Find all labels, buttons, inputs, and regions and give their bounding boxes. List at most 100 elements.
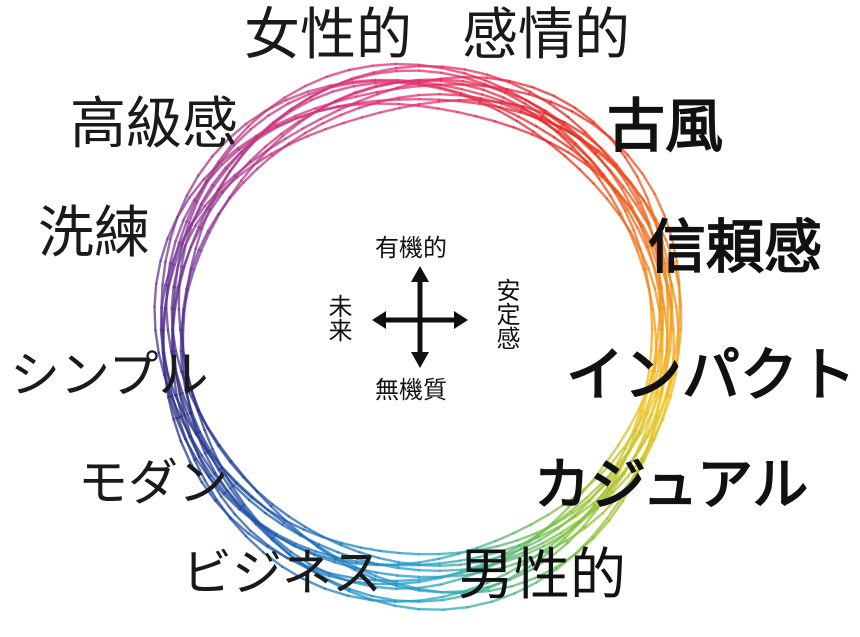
ring-strand-segment	[603, 468, 619, 487]
ring-strand-segment	[167, 262, 175, 287]
ring-strand-segment	[652, 349, 661, 373]
axis-label-bottom: 無機質	[375, 376, 447, 404]
ring-strand-segment	[397, 566, 421, 572]
ring-strand-segment	[628, 181, 645, 202]
ring-strand-segment	[516, 532, 538, 542]
ring-strand-segment	[599, 147, 616, 167]
ring-strand-segment	[181, 349, 189, 373]
ring-strand-segment	[417, 92, 441, 97]
ring-strand-segment	[249, 114, 270, 131]
ring-strand-segment	[461, 83, 486, 88]
ring-strand-segment	[632, 409, 642, 432]
ring-strand-segment	[181, 392, 192, 415]
ring-strand-segment	[649, 244, 659, 268]
ring-strand-segment	[610, 472, 626, 493]
ring-strand-segment	[573, 106, 595, 124]
ring-strand-segment	[589, 157, 605, 177]
ring-strand-segment	[249, 529, 270, 547]
ring-strand-segment	[583, 512, 604, 530]
ring-strand-segment	[328, 80, 354, 87]
ring-strand-segment	[439, 86, 462, 95]
ring-strand-segment	[317, 543, 340, 554]
ring-strand-segment	[653, 265, 662, 289]
ring-strand-segment	[196, 409, 210, 430]
ring-strand-segment	[512, 126, 534, 136]
ring-strand-segment	[209, 474, 227, 494]
ring-strand-segment	[256, 490, 273, 508]
ring-strand-segment	[476, 539, 497, 550]
ring-strand-segment	[225, 489, 243, 510]
ring-strand-segment	[315, 105, 339, 113]
ring-strand-segment	[269, 505, 287, 522]
ring-strand-segment	[351, 78, 377, 84]
ring-strand-segment	[595, 491, 615, 509]
ring-strand-segment	[544, 109, 565, 125]
ring-strand-segment	[417, 63, 444, 70]
ring-strand-segment	[271, 503, 290, 518]
ring-strand-segment	[567, 491, 584, 509]
ring-strand-segment	[617, 426, 631, 447]
ring-strand-segment	[242, 475, 259, 493]
ring-strand-segment	[197, 230, 210, 252]
ring-strand-segment	[574, 535, 594, 555]
ring-strand-segment	[270, 143, 291, 156]
ring-strand-segment	[218, 468, 236, 487]
ring-strand-segment	[649, 393, 661, 416]
ring-strand-segment	[563, 120, 585, 136]
ring-strand-segment	[172, 418, 183, 443]
ring-strand-segment	[168, 240, 177, 265]
ring-strand-segment	[218, 444, 233, 463]
ring-strand-segment	[272, 536, 293, 554]
ring-strand-segment	[562, 122, 582, 139]
ring-strand-segment	[396, 81, 421, 89]
ring-strand-segment	[480, 93, 504, 103]
ring-strand-segment	[591, 122, 613, 140]
ring-strand-segment	[371, 62, 397, 67]
ring-strand-segment	[190, 411, 202, 434]
ring-strand-segment	[466, 600, 493, 609]
ring-strand-segment	[624, 209, 635, 232]
ring-strand-segment	[266, 137, 287, 152]
ring-strand-segment	[350, 71, 375, 80]
ring-strand-segment	[646, 415, 660, 438]
ring-strand-segment	[189, 247, 197, 270]
ring-strand-segment	[481, 559, 505, 569]
ring-strand-segment	[654, 371, 664, 395]
ring-strand-segment	[379, 106, 401, 114]
ring-strand-segment	[642, 268, 651, 291]
ring-strand-segment	[203, 428, 214, 451]
ring-strand-segment	[615, 190, 629, 211]
ring-strand-segment	[552, 135, 573, 151]
ring-strand-segment	[654, 218, 668, 242]
ring-strand-segment	[350, 580, 376, 586]
ring-strand-segment	[281, 121, 301, 138]
ring-strand-segment	[417, 97, 441, 101]
ring-strand-segment	[623, 155, 639, 179]
ring-strand-segment	[241, 136, 259, 156]
ring-strand-segment	[654, 328, 660, 352]
ring-strand-segment	[236, 134, 258, 150]
ring-strand-segment	[210, 166, 227, 187]
ring-strand-segment	[165, 306, 170, 332]
ring-strand-segment	[179, 439, 192, 464]
ring-strand-segment	[626, 182, 640, 205]
ring-strand-segment	[275, 116, 298, 128]
ring-strand-segment	[457, 546, 479, 556]
ring-strand-segment	[181, 308, 186, 332]
ring-strand-segment	[255, 522, 277, 537]
ring-strand-segment	[215, 498, 232, 520]
ring-strand-segment	[244, 109, 267, 126]
ring-strand-segment	[376, 563, 400, 567]
ring-strand-segment	[438, 92, 462, 97]
ring-strand-segment	[153, 305, 157, 332]
ring-strand-segment	[417, 595, 444, 602]
ring-strand-segment	[179, 349, 184, 373]
ring-strand-segment	[217, 444, 232, 464]
ring-strand-segment	[168, 395, 178, 420]
ring-strand-segment	[217, 174, 236, 192]
ring-strand-segment	[659, 372, 666, 397]
ring-strand-segment	[664, 350, 672, 375]
ring-strand-segment	[646, 222, 659, 245]
ring-strand-segment	[217, 196, 231, 216]
ring-strand-segment	[563, 521, 582, 540]
